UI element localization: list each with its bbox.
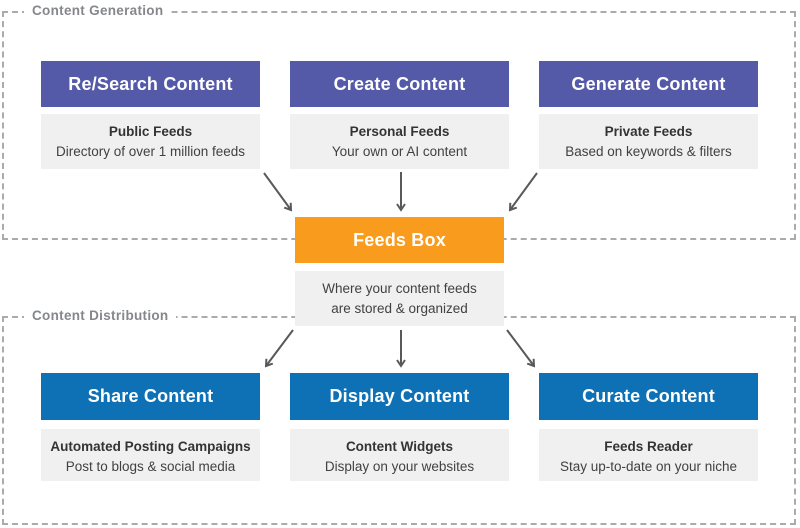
- desc-title: Private Feeds: [604, 124, 693, 139]
- curate-content-card: Curate Content: [539, 373, 758, 420]
- generate-content-card: Generate Content: [539, 61, 758, 107]
- desc-text: Display on your websites: [324, 459, 475, 474]
- desc-text: Post to blogs & social media: [65, 459, 236, 474]
- desc-text: Stay up-to-date on your niche: [559, 459, 738, 474]
- research-content-card: Re/Search Content: [41, 61, 260, 107]
- desc-text: Directory of over 1 million feeds: [55, 144, 246, 159]
- feeds-reader-description: Feeds Reader Stay up-to-date on your nic…: [539, 429, 758, 481]
- desc-text: Your own or AI content: [331, 144, 468, 159]
- personal-feeds-description: Personal Feeds Your own or AI content: [290, 114, 509, 169]
- share-content-card: Share Content: [41, 373, 260, 420]
- private-feeds-description: Private Feeds Based on keywords & filter…: [539, 114, 758, 169]
- feeds-box-card: Feeds Box: [295, 217, 504, 263]
- desc-text: are stored & organized: [331, 301, 468, 316]
- desc-title: Content Widgets: [345, 439, 454, 454]
- content-distribution-label: Content Distribution: [24, 308, 177, 323]
- automated-posting-description: Automated Posting Campaigns Post to blog…: [41, 429, 260, 481]
- display-content-card: Display Content: [290, 373, 509, 420]
- feeds-box-description: Where your content feeds are stored & or…: [295, 271, 504, 326]
- desc-title: Public Feeds: [108, 124, 193, 139]
- desc-title: Personal Feeds: [349, 124, 450, 139]
- public-feeds-description: Public Feeds Directory of over 1 million…: [41, 114, 260, 169]
- desc-title: Automated Posting Campaigns: [50, 439, 251, 454]
- content-generation-label: Content Generation: [24, 3, 172, 18]
- content-distribution-section: Content Distribution: [2, 308, 796, 525]
- desc-text: Based on keywords & filters: [565, 144, 732, 159]
- create-content-card: Create Content: [290, 61, 509, 107]
- content-widgets-description: Content Widgets Display on your websites: [290, 429, 509, 481]
- desc-title: Feeds Reader: [604, 439, 693, 454]
- desc-text: Where your content feeds: [322, 281, 477, 296]
